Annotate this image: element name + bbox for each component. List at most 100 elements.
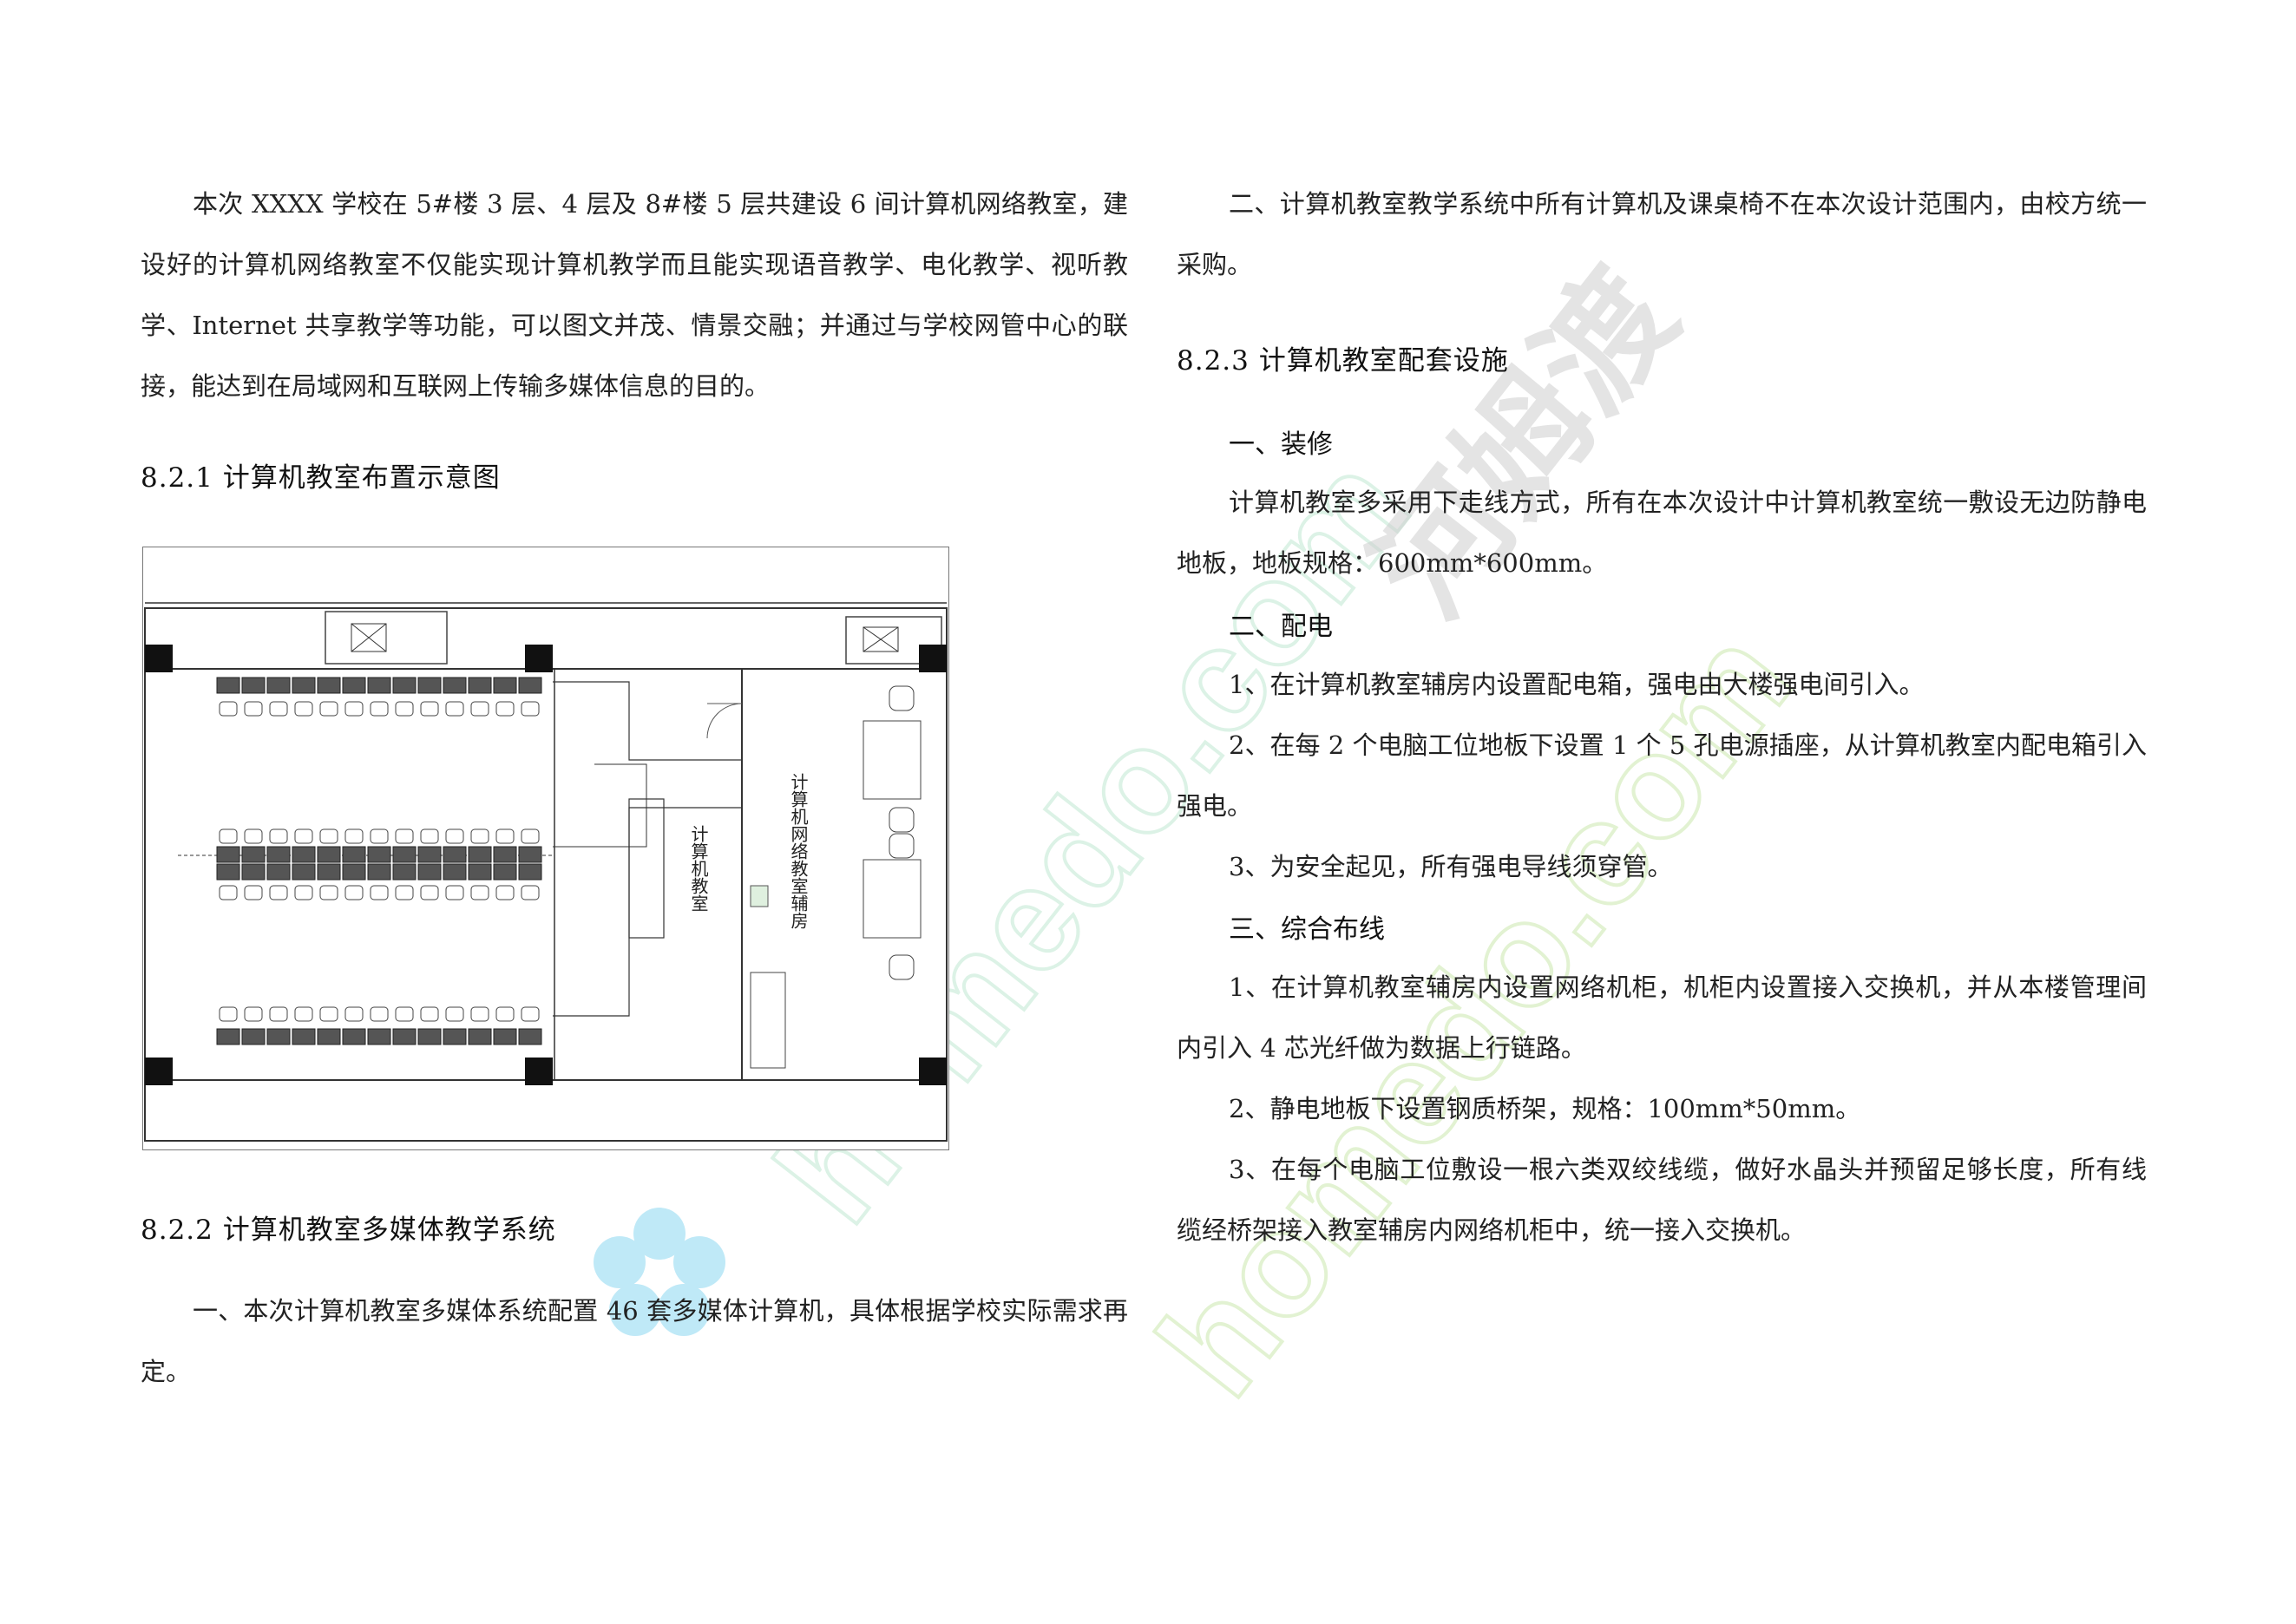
chair-mark <box>244 885 263 900</box>
desk-mark <box>216 863 240 881</box>
chair-mark <box>495 885 515 900</box>
chair-mark <box>244 1006 263 1022</box>
chair-mark <box>244 828 263 844</box>
desk-mark <box>241 863 266 881</box>
chair-mark <box>344 885 364 900</box>
chair-mark <box>294 1006 313 1022</box>
desk-mark <box>468 846 492 863</box>
chair-mark <box>219 828 238 844</box>
desk-mark <box>342 677 366 694</box>
desk-mark <box>518 677 542 694</box>
desk-mark <box>367 863 391 881</box>
desk-mark <box>443 846 467 863</box>
paragraph-wiring-2: 2、静电地板下设置钢质桥架，规格：100mm*50mm。 <box>1229 1094 1861 1123</box>
paragraph-wiring-1: 1、在计算机教室辅房内设置网络机柜，机柜内设置接入交换机，并从本楼管理间内引入 … <box>1177 972 2147 1063</box>
chair-mark <box>420 828 439 844</box>
desk-mark <box>367 677 391 694</box>
chair-mark <box>420 1006 439 1022</box>
chair-mark <box>470 828 489 844</box>
chair-mark <box>521 1006 540 1022</box>
chair-mark <box>344 701 364 717</box>
chair-mark <box>445 885 464 900</box>
desk-mark <box>518 1028 542 1045</box>
chair-mark <box>495 1006 515 1022</box>
chair-mark <box>420 885 439 900</box>
desk-mark <box>468 863 492 881</box>
chair-mark <box>319 701 338 717</box>
subheading-decoration: 一、装修 <box>1229 429 1333 460</box>
chair-mark <box>495 828 515 844</box>
aux-room-label: 计算机网络教室辅房 <box>788 773 809 929</box>
chair-mark <box>370 828 389 844</box>
desk-mark <box>518 863 542 881</box>
chair-mark <box>395 701 414 717</box>
paragraph-power-1: 1、在计算机教室辅房内设置配电箱，强电由大楼强电间引入。 <box>1229 670 1925 699</box>
chair-mark <box>495 701 515 717</box>
chair-mark <box>269 828 288 844</box>
desk-mark <box>342 846 366 863</box>
aux-chair-mark <box>889 833 915 859</box>
chair-mark <box>244 701 263 717</box>
desk-mark <box>417 677 442 694</box>
chair-mark <box>395 1006 414 1022</box>
chair-mark <box>219 701 238 717</box>
chair-mark <box>294 885 313 900</box>
desk-mark <box>417 1028 442 1045</box>
desk-mark <box>266 846 291 863</box>
desk-mark <box>468 677 492 694</box>
chair-mark <box>344 1006 364 1022</box>
section-heading-8-2-3: 8.2.3 计算机教室配套设施 <box>1177 345 1509 377</box>
chair-mark <box>269 885 288 900</box>
desk-mark <box>468 1028 492 1045</box>
desk-mark <box>392 677 417 694</box>
desk-mark <box>493 846 517 863</box>
chair-mark <box>521 701 540 717</box>
chair-mark <box>445 828 464 844</box>
chair-mark <box>370 885 389 900</box>
desk-mark <box>342 863 366 881</box>
desk-mark <box>392 846 417 863</box>
desk-mark <box>241 1028 266 1045</box>
desk-mark <box>417 863 442 881</box>
section-heading-8-2-2: 8.2.2 计算机教室多媒体教学系统 <box>141 1215 556 1246</box>
aux-chair-mark <box>889 807 915 833</box>
desk-mark <box>443 863 467 881</box>
chair-mark <box>319 1006 338 1022</box>
paragraph-power-3: 3、为安全起见，所有强电导线须穿管。 <box>1229 852 1673 881</box>
desk-mark <box>518 846 542 863</box>
chair-mark <box>370 701 389 717</box>
desk-mark <box>266 677 291 694</box>
subheading-power: 二、配电 <box>1229 612 1333 642</box>
floor-plan-drawing: 计算机教室 计算机网络教室辅房 <box>144 602 948 1142</box>
desk-mark <box>292 677 316 694</box>
chair-mark <box>269 701 288 717</box>
intro-paragraph: 本次 XXXX 学校在 5#楼 3 层、4 层及 8#楼 5 层共建设 6 间计… <box>141 189 1128 401</box>
chair-mark <box>470 885 489 900</box>
desk-mark <box>493 863 517 881</box>
desk-mark <box>216 1028 240 1045</box>
desk-mark <box>493 677 517 694</box>
chair-mark <box>470 1006 489 1022</box>
paragraph-decoration: 计算机教室多采用下走线方式，所有在本次设计中计算机教室统一敷设无边防静电地板，地… <box>1177 488 2147 578</box>
paragraph-822-2: 二、计算机教室教学系统中所有计算机及课桌椅不在本次设计范围内，由校方统一采购。 <box>1177 189 2147 279</box>
paragraph-822-1: 一、本次计算机教室多媒体系统配置 46 套多媒体计算机，具体根据学校实际需求再定… <box>141 1296 1128 1386</box>
aux-chair-mark <box>889 954 915 980</box>
desk-mark <box>443 677 467 694</box>
chair-mark <box>445 1006 464 1022</box>
desk-mark <box>392 1028 417 1045</box>
chair-mark <box>521 828 540 844</box>
paragraph-wiring-3: 3、在每个电脑工位敷设一根六类双绞线缆，做好水晶头并预留足够长度，所有线缆经桥架… <box>1177 1155 2147 1245</box>
desk-mark <box>317 863 341 881</box>
chair-mark <box>294 828 313 844</box>
subheading-wiring: 三、综合布线 <box>1229 914 1385 945</box>
chair-mark <box>395 885 414 900</box>
paragraph-power-2: 2、在每 2 个电脑工位地板下设置 1 个 5 孔电源插座，从计算机教室内配电箱… <box>1177 730 2147 821</box>
room-label: 计算机教室 <box>688 825 709 912</box>
chair-mark <box>420 701 439 717</box>
chair-mark <box>370 1006 389 1022</box>
desk-mark <box>266 1028 291 1045</box>
chair-mark <box>319 828 338 844</box>
chair-mark <box>344 828 364 844</box>
chair-mark <box>269 1006 288 1022</box>
desk-mark <box>392 863 417 881</box>
